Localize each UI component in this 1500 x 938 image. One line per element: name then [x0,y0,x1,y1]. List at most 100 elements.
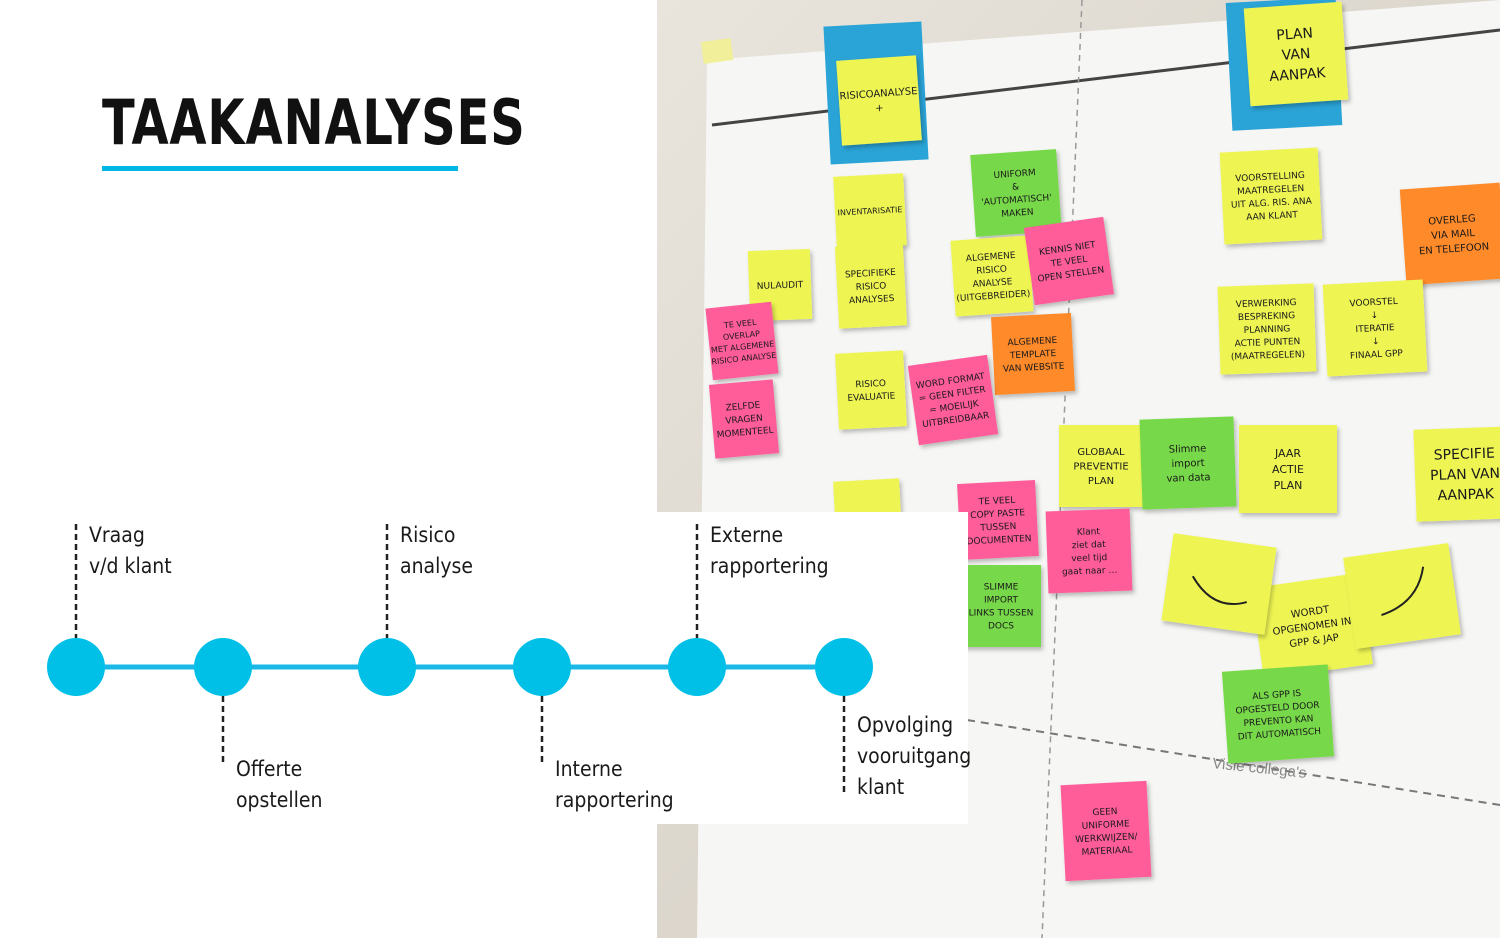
sticky-note-paper [705,301,779,381]
sticky-note-text: ALGEMENETEMPLATEVAN WEBSITE [1001,335,1065,374]
sticky-note-text: Slimmeimportvan data [1165,443,1210,485]
sticky-note-paper [1221,664,1335,764]
tape [700,38,734,64]
milestone-node [513,638,571,696]
sticky-note: Slimmeimportvan data [1139,416,1237,510]
sticky-note: ALGEMENERISICOANALYSE(UITGEBREIDER) [950,235,1034,317]
sticky-note-paper [1217,283,1317,375]
sticky-note: TE VEELCOPY PASTETUSSENDOCUMENTEN [957,480,1039,560]
timeline-graphic [47,524,873,793]
sticky-note-text: GEENUNIFORMEWERKWIJZEN/MATERIAAL [1074,806,1140,858]
sticky-note-paper [957,480,1039,560]
milestone-node [194,638,252,696]
sticky-note: SPECIFIEPLAN VANAANPAK [1413,426,1500,522]
sticky-note-paper [950,235,1034,317]
sticky-note-paper [1060,780,1152,882]
milestone-label: Opvolging vooruitgang klant [857,713,972,799]
sticky-note-paper [1399,182,1500,286]
sticky-note-paper [1243,1,1349,107]
sticky-note: KENNIS NIETTE VEELOPEN STELLEN [1023,216,1115,306]
milestone-label: Vraag v/d klant [89,523,172,578]
sticky-note-arrow [1343,543,1461,649]
sticky-note-paper [1239,425,1337,513]
arrow-icon [1191,575,1248,606]
sticky-note: ALS GPP ISOPGESTELD DOORPREVENTO KANDIT … [1221,664,1335,764]
sticky-note: WORD FORMAT= GEEN FILTER= MOEILIJKUITBRE… [907,354,999,446]
sticky-note-paper [970,149,1062,237]
milestone-node [815,638,873,696]
sticky-note-paper [834,243,908,329]
sticky-note: SPECIFIEKERISICOANALYSES [834,243,908,329]
sticky-note-paper [907,354,999,446]
sticky-note: UNIFORM&'AUTOMATISCH'MAKEN [970,149,1062,237]
sticky-note: VOORSTEL↓ITERATIE↓FINAAL GPP [1322,279,1428,377]
sticky-note: VOORSTELLINGMAATREGELENUIT ALG. RIS. ANA… [1219,147,1323,245]
sticky-note: GEENUNIFORMEWERKWIJZEN/MATERIAAL [1060,780,1152,882]
sticky-note-paper [1023,216,1115,306]
sticky-note-text: ALS GPP ISOPGESTELD DOORPREVENTO KANDIT … [1234,688,1321,743]
sticky-note-text: SPECIFIEKERISICOANALYSES [845,268,898,307]
sticky-note: Klantziet datveel tijdgaat naar … [1045,508,1133,594]
sticky-note-paper [1161,533,1277,635]
title-underline [102,166,458,171]
sticky-note-paper [991,312,1075,396]
sticky-note-text: RISICOANALYSE+ [839,86,919,117]
sticky-note-paper [1219,147,1323,245]
sticky-note-paper [1413,426,1500,522]
arrow-icon [1381,566,1425,616]
sticky-note-paper [1139,416,1237,510]
sticky-note-text: VERWERKINGBESPREKINGPLANNINGACTIE PUNTEN… [1229,298,1305,363]
sticky-note-text: NULAUDIT [757,280,804,292]
sticky-note-paper [961,565,1041,647]
sticky-note-text: TE VEELCOPY PASTETUSSENDOCUMENTEN [964,495,1031,547]
sticky-note-text: VOORSTELLINGMAATREGELENUIT ALG. RIS. ANA… [1229,170,1313,223]
sticky-note-text: INVENTARISATIE [837,205,902,217]
milestone-label: Risico analyse [400,523,474,578]
sticky-note-paper [1322,279,1428,377]
sticky-note-paper [1059,425,1143,507]
sticky-note-paper [835,350,907,430]
sticky-note-paper [833,173,907,249]
column-divider [1041,0,1083,938]
sticky-note-text: PLANVANAANPAK [1266,25,1327,85]
sticky-note-text: VOORSTEL↓ITERATIE↓FINAAL GPP [1347,297,1404,362]
sticky-note: OVERLEGVIA MAILEN TELEFOON [1399,182,1500,286]
sticky-note-paper [708,379,780,459]
sticky-note: WORDTOPGENOMEN INGPP & JAP [1251,572,1373,680]
milestone-label: Externe rapportering [710,523,829,578]
sticky-note: INVENTARISATIE [833,173,907,249]
sticky-note: VERWERKINGBESPREKINGPLANNINGACTIE PUNTEN… [1217,283,1317,375]
sticky-note-text: ALGEMENERISICOANALYSE(UITGEBREIDER) [953,250,1030,304]
sticky-note: RISICOANALYSE+ [836,55,922,146]
sticky-note-text: RISICOEVALUATIE [847,378,896,404]
sticky-note-paper [1251,572,1373,680]
sticky-note: RISICOEVALUATIE [835,350,907,430]
sticky-note-paper [836,55,922,146]
milestone-node [47,638,105,696]
sticky-note-arrow [1161,533,1277,635]
sticky-note-text: OVERLEGVIA MAILEN TELEFOON [1417,213,1490,258]
milestone-label: Offerte opstellen [236,757,323,812]
sticky-note-text: Klantziet datveel tijdgaat naar … [1060,527,1117,578]
sticky-note: ALGEMENETEMPLATEVAN WEBSITE [991,312,1075,396]
milestone-node [358,638,416,696]
sticky-note: TE VEELOVERLAPMET ALGEMENERISICO ANALYSE [705,301,779,381]
sticky-note: ZELFDEVRAGENMOMENTEEL [708,379,780,459]
milestone-label: Interne rapportering [555,757,674,812]
sticky-note-paper [1343,543,1461,649]
sticky-note: PLANVANAANPAK [1243,1,1349,107]
milestone-node [668,638,726,696]
page-title: TAAKANALYSES [102,86,526,159]
sticky-note-text: UNIFORM&'AUTOMATISCH'MAKEN [979,167,1053,221]
sticky-note-text: SPECIFIEPLAN VANAANPAK [1429,445,1500,504]
sticky-note-text: ZELFDEVRAGENMOMENTEEL [714,400,774,441]
sticky-note-paper [1045,508,1133,594]
